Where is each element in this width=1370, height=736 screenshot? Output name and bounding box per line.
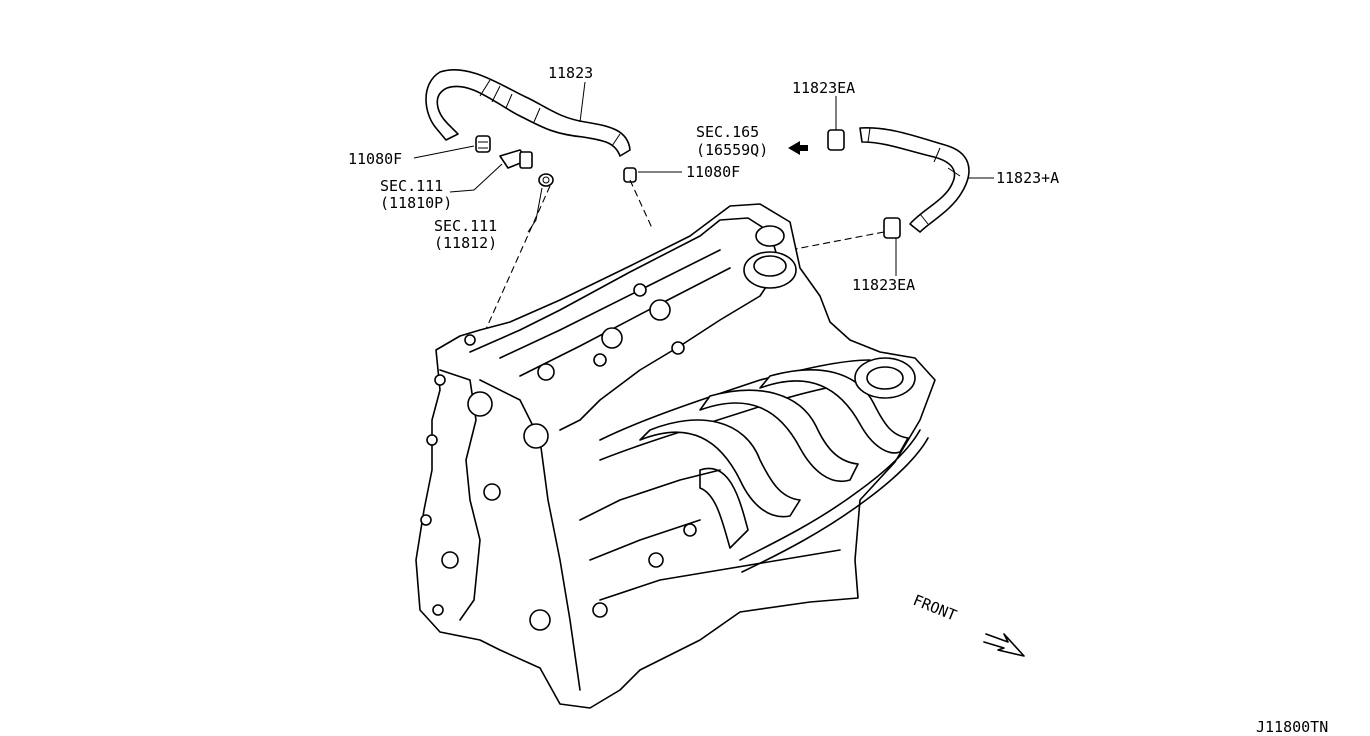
grommet-11812-part — [538, 173, 554, 187]
label-11080f-left: 11080F — [348, 150, 402, 168]
label-sec111-b-line1: SEC.111 — [434, 217, 497, 235]
clamp-11823ea-bottom-part — [883, 217, 901, 239]
label-11080f-right: 11080F — [686, 163, 740, 181]
label-sec111-a-line2: (11810P) — [380, 194, 452, 212]
label-11823ea-top: 11823EA — [792, 79, 855, 97]
engine-assembly — [415, 203, 936, 709]
diagram-code: J11800TN — [1256, 718, 1328, 736]
dashed-connectors — [481, 179, 885, 339]
label-11823ea-bottom: 11823EA — [852, 276, 915, 294]
label-leaders — [413, 81, 994, 276]
label-sec165-line1: SEC.165 — [696, 123, 759, 141]
front-arrow-icon — [983, 633, 1025, 657]
front-indicator: FRONT — [911, 591, 1025, 657]
label-sec165-line2: (16559Q) — [696, 141, 768, 159]
clamp-11080f-right-part — [623, 167, 637, 183]
front-label: FRONT — [911, 591, 960, 625]
clamp-11823ea-top-part — [827, 129, 845, 151]
pcv-valve-11810p-part — [499, 149, 533, 169]
label-sec111-b-line2: (11812) — [434, 234, 497, 252]
label-11823: 11823 — [548, 64, 593, 82]
clamp-11080f-left-part — [475, 135, 491, 153]
sec165-arrow-icon — [788, 141, 808, 155]
label-11823a: 11823+A — [996, 169, 1059, 187]
label-sec111-a-line1: SEC.111 — [380, 177, 443, 195]
hose-11823a — [859, 127, 970, 233]
hose-11823 — [425, 69, 631, 157]
